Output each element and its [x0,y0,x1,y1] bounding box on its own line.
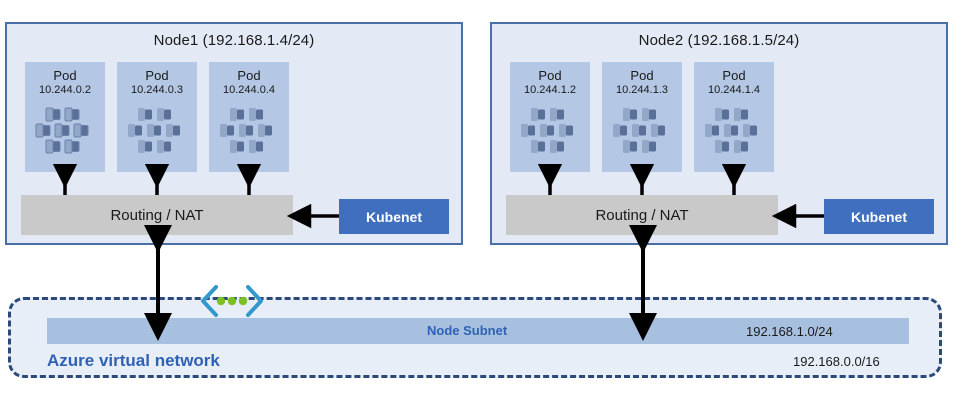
node1-title: Node1 (192.168.1.4/24) [153,32,315,49]
pod-label: Pod [538,68,562,83]
kubenet-arrow-node2 [771,203,826,229]
kubenet-box-node2[interactable]: Kubenet [824,199,934,234]
node2-title: Node2 (192.168.1.5/24) [638,32,800,49]
pod-ip: 10.244.1.2 [524,83,576,96]
pod-cluster-icon [35,107,89,154]
node-subnet-cidr: 192.168.1.0/24 [746,324,833,339]
node1-subnet-arrow [144,225,172,341]
network-connector-icon [201,285,263,317]
pod-ip: 10.244.0.3 [131,83,183,96]
pod-box-node2-2[interactable]: Pod 10.244.1.3 [602,62,682,172]
node-subnet-label: Node Subnet [427,323,508,338]
pod-label: Pod [630,68,654,83]
node-panel-node2: Node2 (192.168.1.5/24) Pod 10.244.1.2 Po… [490,22,948,245]
pod-box-node1-3[interactable]: Pod 10.244.0.4 [209,62,289,172]
pod-cluster-icon [705,108,757,153]
pod-ip: 10.244.1.3 [616,83,668,96]
pod-ip: 10.244.1.4 [708,83,760,96]
pod-label: Pod [722,68,746,83]
routing-nat-bar-node2[interactable]: Routing / NAT [506,195,778,235]
pod-ip: 10.244.0.4 [223,83,275,96]
pod-box-node1-1[interactable]: Pod 10.244.0.2 [25,62,105,172]
node-subnet-bar[interactable] [47,318,909,344]
pod-cluster-icon [220,108,272,153]
pod-box-node1-2[interactable]: Pod 10.244.0.3 [117,62,197,172]
pod-cluster-icon [128,108,180,153]
kubenet-box-node1[interactable]: Kubenet [339,199,449,234]
pod-box-node2-1[interactable]: Pod 10.244.1.2 [510,62,590,172]
pod-label: Pod [237,68,261,83]
azure-vnet-title: Azure virtual network [47,351,220,370]
pod-label: Pod [145,68,169,83]
azure-vnet-cidr: 192.168.0.0/16 [793,354,880,369]
node2-subnet-arrow [629,225,657,341]
kubenet-arrow-node1 [286,203,341,229]
pod-box-node2-3[interactable]: Pod 10.244.1.4 [694,62,774,172]
pod-cluster-icon [613,108,665,153]
node-panel-node1: Node1 (192.168.1.4/24) Pod 10.244.0.2 Po… [5,22,463,245]
pod-ip: 10.244.0.2 [39,83,91,96]
routing-nat-bar-node1[interactable]: Routing / NAT [21,195,293,235]
pod-label: Pod [53,68,77,83]
pod-cluster-icon [521,108,573,153]
